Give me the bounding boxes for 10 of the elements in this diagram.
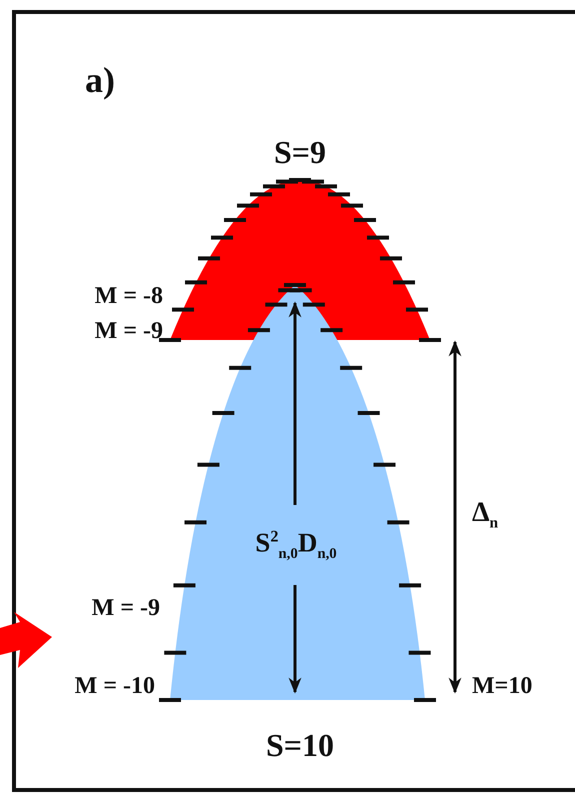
spin-state-label: S=10 [266,729,334,761]
level-label: M = -9 [94,319,163,343]
level-label: M = -8 [94,284,163,308]
level-label: M=10 [472,674,532,698]
panel-letter: a) [85,62,115,98]
spin-state-label: S=9 [274,136,326,168]
level-label: M = -10 [74,674,155,698]
energy-gap-label: Δ$_{n}$ [472,499,498,531]
energy-gap-label: S$^{2}$$_{n,0}$D$_{n,0}$ [255,528,337,562]
level-label: M = -9 [92,596,160,620]
